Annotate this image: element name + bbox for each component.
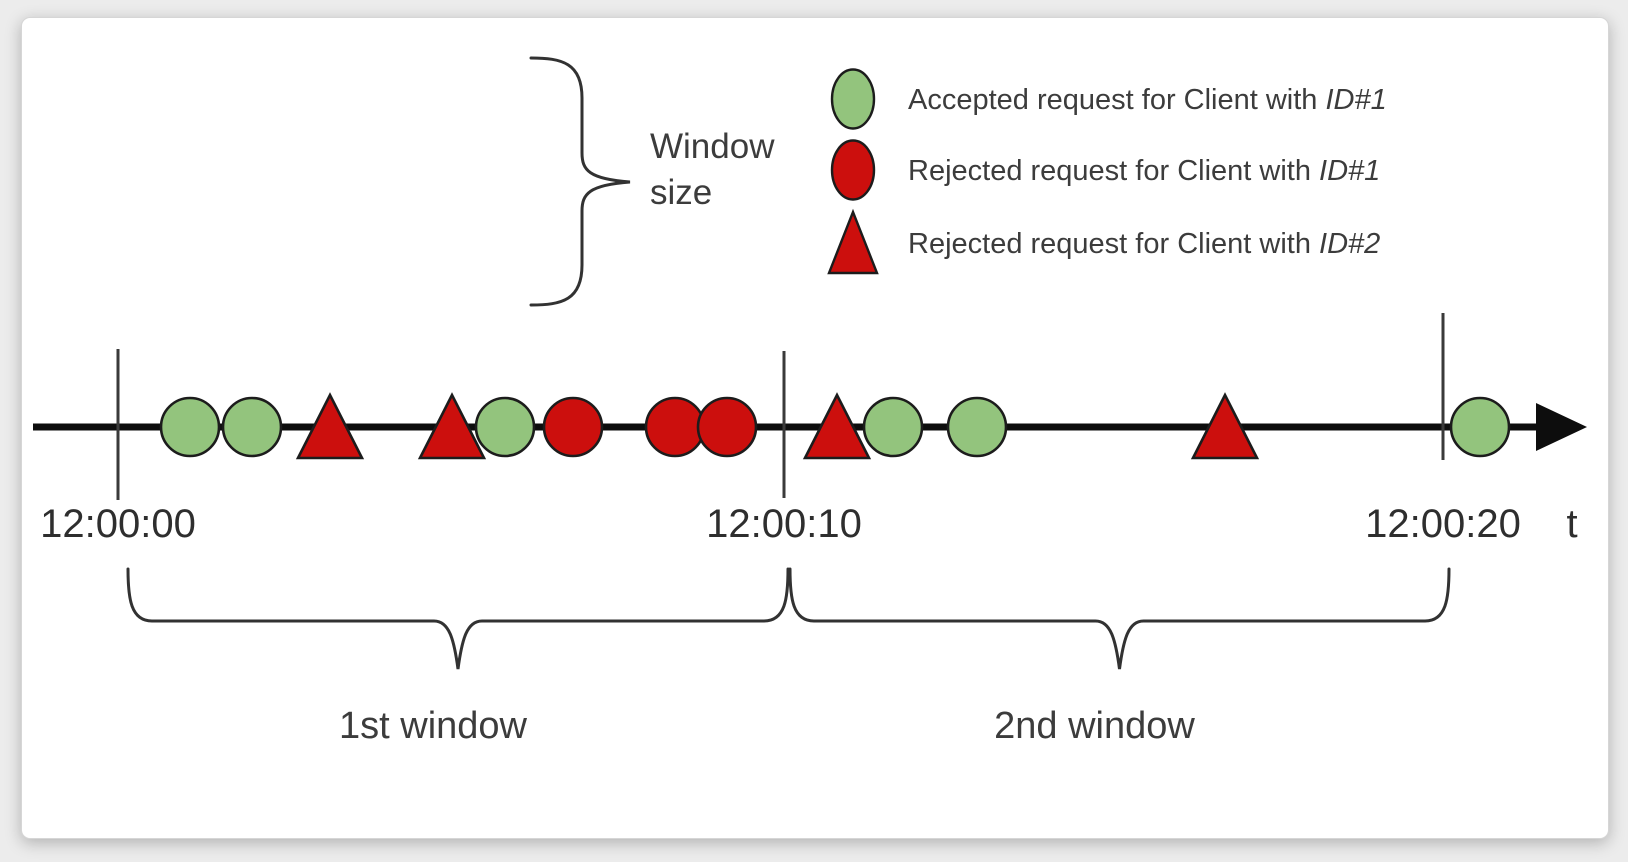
legend-item: Accepted request for Client with ID#1 (830, 68, 1387, 130)
accepted-request-circle-icon (474, 396, 536, 458)
accepted-request-circle-icon (946, 396, 1008, 458)
accepted-request-circle-icon (221, 396, 283, 458)
window-size-label-line1: Window (650, 127, 775, 166)
rejected-request-triangle-icon (802, 392, 872, 460)
legend-item: Rejected request for Client with ID#2 (827, 208, 1380, 275)
legend-circle-icon (830, 139, 876, 201)
tick-time-label: 12:00:00 (40, 502, 196, 546)
rejected-request-circle-icon (696, 396, 758, 458)
rejected-request-triangle-icon (417, 392, 487, 460)
legend-label: Accepted request for Client with ID#1 (908, 84, 1387, 116)
timeline-ticks: 12:00:00 12:00:10 12:00:20 (40, 313, 1521, 546)
window-size-brace-icon (529, 56, 631, 307)
tick-time-label: 12:00:20 (1365, 502, 1521, 546)
rejected-request-triangle-icon (1190, 392, 1260, 460)
legend-label: Rejected request for Client with ID#1 (908, 155, 1380, 187)
accepted-request-circle-icon (159, 396, 221, 458)
timeline-arrowhead-icon (1536, 403, 1587, 451)
window-label: 1st window (339, 705, 528, 747)
legend: Accepted request for Client with ID#1Rej… (827, 68, 1387, 275)
timeline-markers (159, 392, 1511, 460)
window-size-label-line2: size (650, 173, 712, 212)
accepted-request-circle-icon (862, 396, 924, 458)
rejected-request-circle-icon (644, 396, 706, 458)
window-brace-icon (788, 567, 1451, 670)
legend-label: Rejected request for Client with ID#2 (908, 228, 1380, 260)
accepted-request-circle-icon (1449, 396, 1511, 458)
rejected-request-triangle-icon (295, 392, 365, 460)
window-brace-icon (126, 567, 790, 670)
time-axis-label: t (1566, 502, 1577, 546)
legend-circle-icon (830, 68, 876, 130)
legend-item: Rejected request for Client with ID#1 (830, 139, 1380, 201)
window-label: 2nd window (994, 705, 1195, 747)
tick-time-label: 12:00:10 (706, 502, 862, 546)
rejected-request-circle-icon (542, 396, 604, 458)
legend-triangle-icon (827, 208, 879, 275)
window-braces: 1st window 2nd window (126, 567, 1451, 747)
